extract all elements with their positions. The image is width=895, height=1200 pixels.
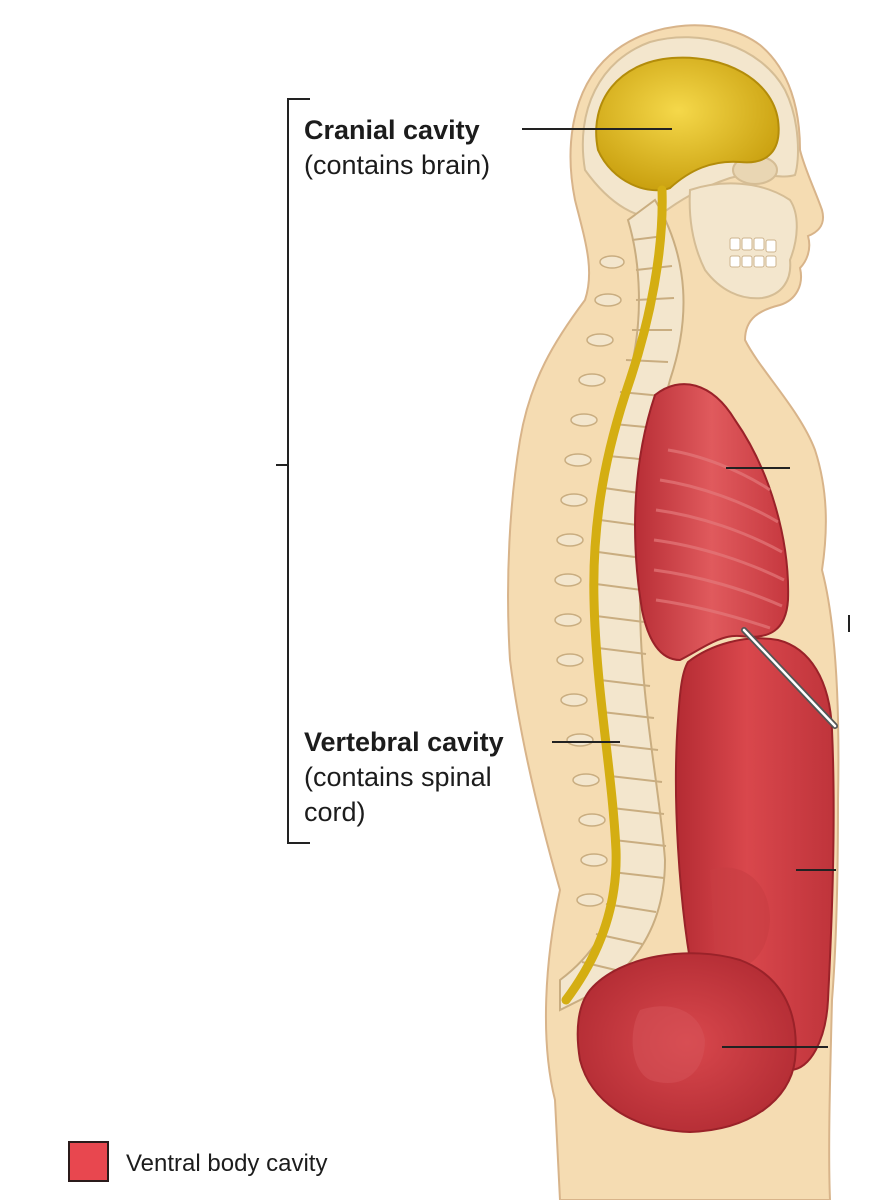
vertebral-cavity-sublabel-line1: (contains spinal [304,762,492,792]
diaphragm-line [741,627,838,729]
vertebral-cavity-sublabel-line2: cord) [304,797,366,827]
pelvic-inner-shading [632,1006,705,1084]
spinal-cord [561,185,667,1005]
dorsal-cavity-bracket [276,98,310,844]
vertebral-cavity-label: Vertebral cavity [304,727,504,757]
cranial-cavity-sublabel: (contains brain) [304,150,491,180]
abdominal-inner-shading [710,867,770,968]
legend-swatch [68,1141,109,1182]
legend-label: Ventral body cavity [126,1150,328,1177]
leader-lines [522,128,850,1048]
cranial-cavity-label: Cranial cavity [304,115,480,145]
spinous-processes [554,255,625,907]
brain-cranial-cavity [595,56,780,192]
rib-striations [653,448,785,630]
teeth [729,237,777,268]
